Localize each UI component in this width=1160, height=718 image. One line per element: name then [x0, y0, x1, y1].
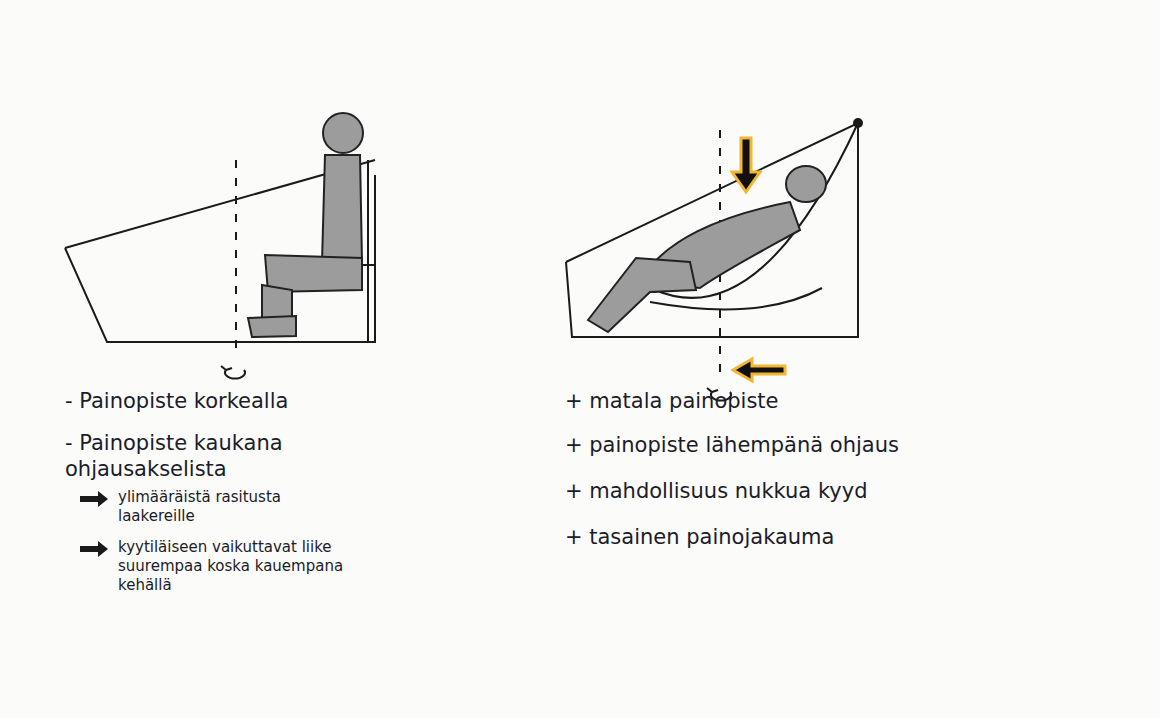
- bullet-arrows: [80, 491, 108, 557]
- drawback-note: - Painopiste kaukana ohjausakselista: [65, 430, 335, 483]
- person-thigh: [265, 255, 362, 292]
- upright-person: [248, 113, 363, 337]
- chair-outline: [566, 123, 858, 337]
- consequence-note: kyytiläiseen vaikuttavat liike suurempaa…: [118, 538, 358, 594]
- person-torso: [322, 155, 362, 262]
- pivot-dot: [854, 119, 862, 127]
- person-head: [786, 166, 826, 202]
- benefit-note: + mahdollisuus nukkua kyyd: [565, 478, 1125, 504]
- down-arrow: [732, 138, 760, 192]
- bullet-arrow: [80, 541, 108, 557]
- benefit-note: + matala painopiste: [565, 388, 1125, 414]
- consequence-note: ylimääräistä rasitusta laakereille: [118, 488, 338, 526]
- drawback-note: - Painopiste korkealla: [65, 388, 485, 414]
- benefit-note: + painopiste lähempänä ohjaus: [565, 432, 1125, 458]
- person-legs: [588, 258, 696, 332]
- person-foot: [248, 316, 296, 337]
- rotation-symbol: [221, 366, 245, 379]
- bullet-arrow: [80, 491, 108, 507]
- axis-line: [235, 160, 237, 350]
- reclined-chair: [566, 119, 862, 401]
- left-arrow: [733, 359, 785, 381]
- person-head: [323, 113, 363, 153]
- force-arrows: [732, 138, 785, 381]
- reclined-person: [588, 166, 826, 332]
- benefit-note: + tasainen painojakauma: [565, 524, 1125, 550]
